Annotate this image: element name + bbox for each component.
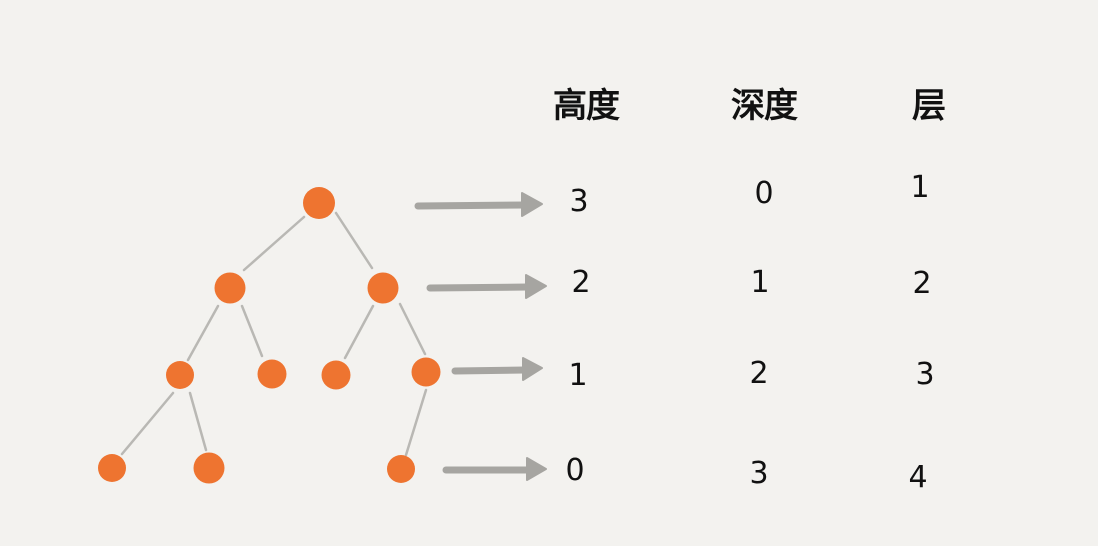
edge-L3a-L4a bbox=[120, 391, 175, 456]
row1-level: 1 bbox=[910, 170, 930, 205]
row4-height: 0 bbox=[565, 453, 585, 488]
tree-edges bbox=[120, 211, 428, 457]
edge-L2a-L3b bbox=[240, 304, 264, 358]
header-height: 高度 bbox=[553, 86, 620, 126]
node-L3b bbox=[257, 359, 287, 389]
node-L2b bbox=[367, 272, 399, 304]
header-level: 层 bbox=[912, 86, 946, 126]
edge-L3d-L4c bbox=[404, 388, 428, 457]
arrow-row-4 bbox=[442, 457, 547, 481]
edge-L3a-L4b bbox=[188, 391, 208, 452]
row2-depth: 1 bbox=[750, 265, 770, 300]
row4-depth: 3 bbox=[749, 456, 769, 491]
node-L4a bbox=[98, 454, 126, 482]
row3-depth: 2 bbox=[749, 356, 769, 391]
arrow-row-2 bbox=[426, 274, 547, 299]
node-root bbox=[303, 187, 335, 219]
node-L3d bbox=[411, 357, 441, 387]
tree-nodes bbox=[98, 187, 441, 484]
edge-L2b-L3d bbox=[398, 302, 427, 356]
row4-level: 4 bbox=[908, 460, 928, 495]
node-L2a bbox=[214, 272, 246, 304]
node-L3a bbox=[166, 361, 194, 389]
row3-level: 3 bbox=[915, 357, 935, 392]
arrow-row-3 bbox=[451, 357, 543, 381]
edge-root-L2a bbox=[242, 215, 306, 272]
node-L3c bbox=[321, 360, 351, 390]
edge-L2b-L3c bbox=[343, 304, 375, 360]
edge-root-L2b bbox=[334, 211, 374, 270]
row2-level: 2 bbox=[912, 266, 932, 301]
edge-L2a-L3a bbox=[186, 304, 220, 362]
arrows bbox=[414, 192, 547, 481]
row1-depth: 0 bbox=[754, 176, 774, 211]
row1-height: 3 bbox=[569, 184, 589, 219]
header-depth: 深度 bbox=[731, 86, 798, 126]
node-L4b bbox=[193, 452, 225, 484]
row3-height: 1 bbox=[568, 358, 588, 393]
node-L4c bbox=[387, 455, 415, 483]
row2-height: 2 bbox=[571, 265, 591, 300]
arrow-row-1 bbox=[414, 192, 543, 217]
